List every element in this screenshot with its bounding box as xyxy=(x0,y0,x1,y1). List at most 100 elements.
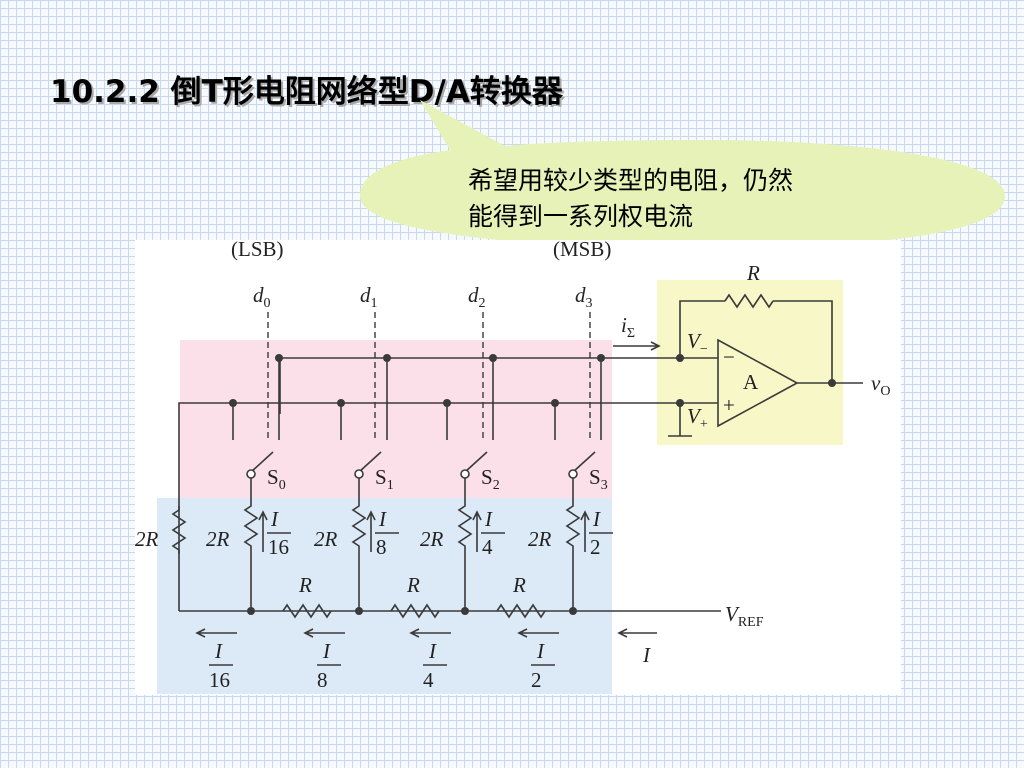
vminus-label: V− xyxy=(687,329,708,357)
branch-resistor-label-3: 2R xyxy=(528,527,552,551)
branch-resistor-2 xyxy=(457,478,473,611)
ladder-node-1 xyxy=(355,607,363,615)
series-resistor-1 xyxy=(390,603,440,619)
opamp-minus-sign: − xyxy=(723,345,735,369)
node-current-denominator-3: 2 xyxy=(531,668,542,692)
circuit-diagram: (LSB) (MSB) R A − + V− V+ iΣ vO VREF I 2… xyxy=(135,240,901,695)
switch-pivot-2 xyxy=(460,469,470,479)
branch-current-denominator-3: 2 xyxy=(590,535,601,559)
opamp-label: A xyxy=(743,370,759,394)
bit-input-subscript-1: 1 xyxy=(371,296,378,311)
callout-bubble xyxy=(360,100,1005,248)
vout-main: v xyxy=(871,371,881,395)
vplus-label: V+ xyxy=(687,404,708,432)
ladder-node-3 xyxy=(569,607,577,615)
switch-subscript-2: 2 xyxy=(493,478,500,493)
slide-title: 10.2.2 倒T形电阻网络型D/A转换器 xyxy=(50,74,563,110)
summing-bus-node-2 xyxy=(489,354,497,362)
vref-label: VREF xyxy=(725,602,764,630)
switch-label-3: S3 xyxy=(589,465,608,493)
switch-blade-3 xyxy=(572,451,596,473)
branch-current-denominator-0: 16 xyxy=(268,535,289,559)
branch-current-arrow-1 xyxy=(366,510,376,552)
node-current-denominator-1: 8 xyxy=(317,668,328,692)
bit-input-name-1: d xyxy=(360,283,371,307)
switch-subscript-0: 0 xyxy=(279,478,286,493)
branch-current-numerator-0: I xyxy=(270,507,279,531)
node-current-numerator-2: I xyxy=(428,639,437,663)
series-resistor-0 xyxy=(282,603,332,619)
branch-current-arrow-0 xyxy=(258,510,268,552)
vminus-main: V xyxy=(687,329,702,353)
node-current-numerator-0: I xyxy=(214,639,223,663)
bit-stages: d0S02RI16I16Rd1S12RI8I8Rd2S22RI4I4Rd3S32… xyxy=(195,283,613,692)
bit-input-subscript-0: 0 xyxy=(264,296,271,311)
branch-current-numerator-1: I xyxy=(378,507,387,531)
noninverting-node xyxy=(676,399,684,407)
switch-area-highlight xyxy=(180,340,612,498)
switch-label-2: S2 xyxy=(481,465,500,493)
feedback-resistor xyxy=(724,293,774,309)
opamp-plus-sign: + xyxy=(723,393,735,417)
series-resistor-label-0: R xyxy=(298,573,312,597)
lsb-label: (LSB) xyxy=(231,240,284,261)
switch-name-0: S xyxy=(267,465,279,489)
branch-current-denominator-2: 4 xyxy=(482,535,493,559)
switch-pivot-1 xyxy=(354,469,364,479)
callout-line-2: 能得到一系列权电流 xyxy=(468,202,694,231)
input-current-arrow xyxy=(617,628,657,638)
branch-resistor-label-0: 2R xyxy=(206,527,230,551)
termination-resistor xyxy=(171,506,187,554)
switch-label-0: S0 xyxy=(267,465,286,493)
node-current-numerator-3: I xyxy=(536,639,545,663)
feedback-wire-right xyxy=(773,300,833,383)
opamp-area-highlight xyxy=(657,280,843,445)
series-resistor-label-1: R xyxy=(406,573,420,597)
switch-blade-0 xyxy=(250,451,274,473)
ground-bus-node-2 xyxy=(443,399,451,407)
input-current-label: I xyxy=(642,643,651,667)
node-current-arrow-2 xyxy=(409,628,451,638)
vminus-subscript: − xyxy=(700,342,708,357)
isum-main: i xyxy=(621,313,627,337)
vout-subscript: O xyxy=(880,384,890,399)
callout-text: 希望用较少类型的电阻，仍然 能得到一系列权电流 xyxy=(468,163,918,235)
summing-bus-node-3 xyxy=(597,354,605,362)
bit-input-name-2: d xyxy=(468,283,479,307)
branch-current-numerator-2: I xyxy=(484,507,493,531)
branch-resistor-1 xyxy=(351,478,367,611)
ladder-node-0 xyxy=(247,607,255,615)
bit-input-label-0: d0 xyxy=(253,283,271,311)
branch-current-numerator-3: I xyxy=(592,507,601,531)
ground-bus-node-3 xyxy=(551,399,559,407)
branch-resistor-0 xyxy=(243,478,259,611)
node-current-arrow-0 xyxy=(195,628,237,638)
ladder-area-highlight xyxy=(157,498,612,694)
feedback-resistor-label: R xyxy=(746,261,760,285)
summing-bus-node-1 xyxy=(383,354,391,362)
bit-input-name-3: d xyxy=(575,283,586,307)
vref-main: V xyxy=(725,602,740,626)
bit-input-subscript-3: 3 xyxy=(586,296,593,311)
callout-line-1: 希望用较少类型的电阻，仍然 xyxy=(468,166,794,195)
branch-current-arrow-3 xyxy=(580,510,590,552)
ground-bus-node-0 xyxy=(229,399,237,407)
vplus-subscript: + xyxy=(700,417,708,432)
isum-arrow xyxy=(613,341,661,351)
switch-subscript-1: 1 xyxy=(387,478,394,493)
switch-pivot-3 xyxy=(568,469,578,479)
branch-current-denominator-1: 8 xyxy=(376,535,387,559)
vplus-main: V xyxy=(687,404,702,428)
branch-resistor-label-2: 2R xyxy=(420,527,444,551)
switch-subscript-3: 3 xyxy=(601,478,608,493)
bit-input-label-2: d2 xyxy=(468,283,486,311)
isum-label: iΣ xyxy=(621,313,635,341)
bit-input-subscript-2: 2 xyxy=(479,296,486,311)
branch-current-arrow-2 xyxy=(472,510,482,552)
output-node xyxy=(828,379,836,387)
switch-name-3: S xyxy=(589,465,601,489)
bit-input-name-0: d xyxy=(253,283,264,307)
switch-label-1: S1 xyxy=(375,465,394,493)
switch-name-2: S xyxy=(481,465,493,489)
